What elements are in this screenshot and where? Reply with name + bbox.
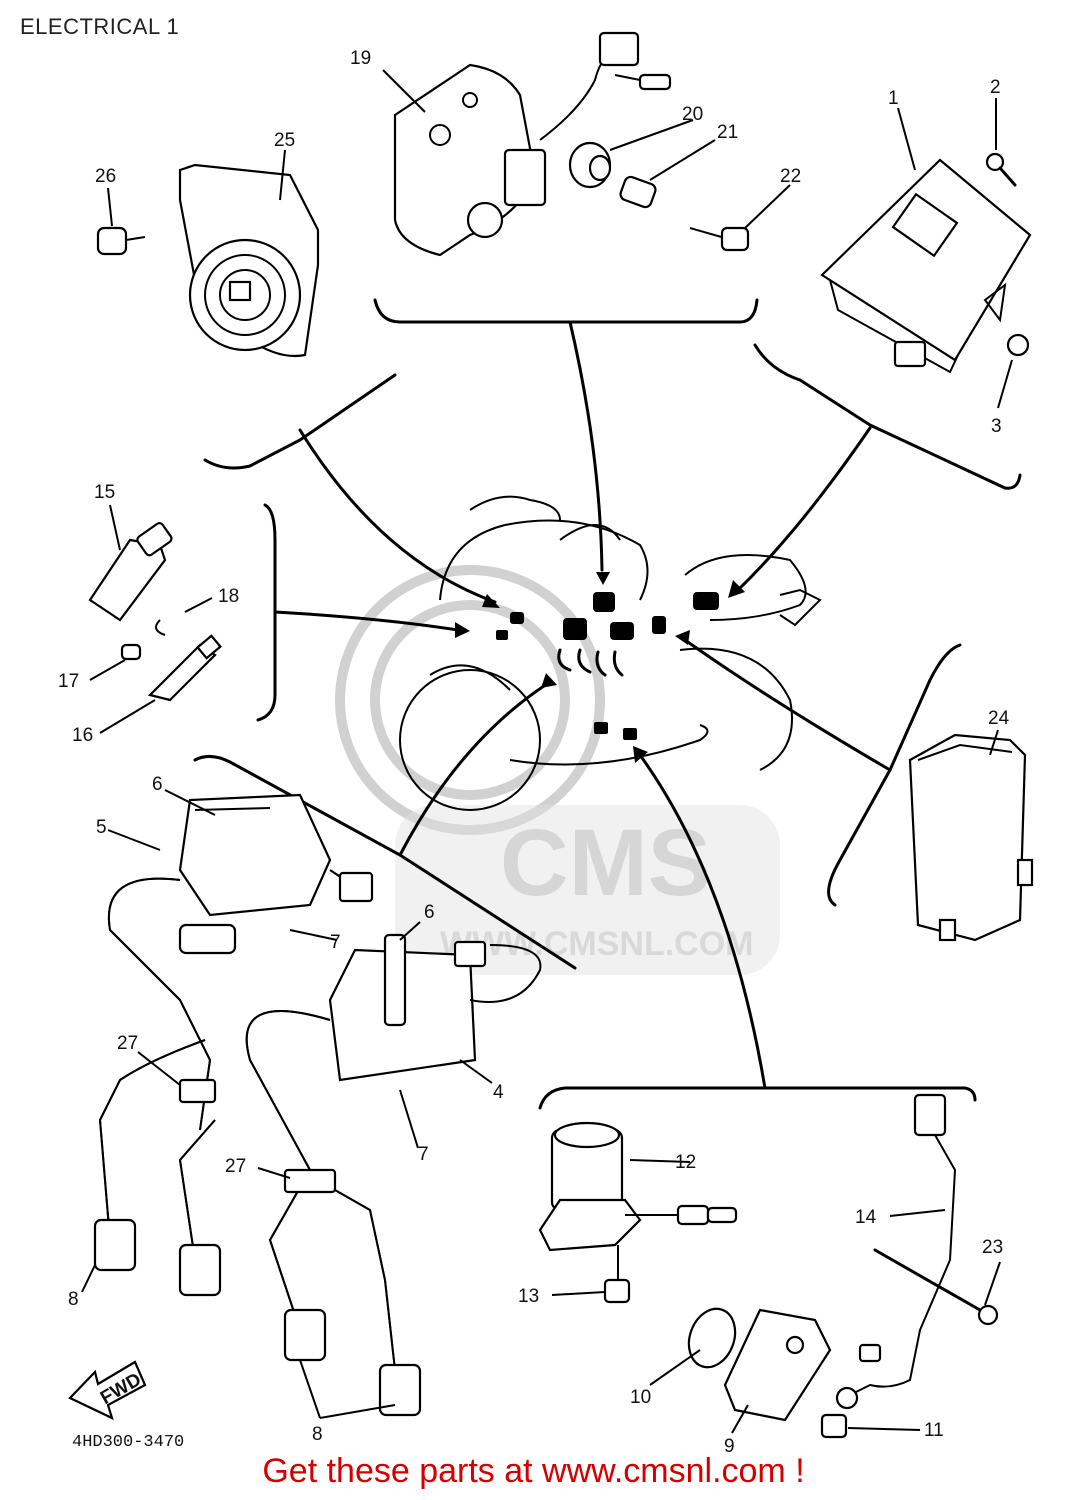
callout-27b: 27 [225, 1156, 246, 1177]
callout-26: 26 [95, 166, 116, 187]
part-26-bolt [96, 226, 146, 256]
part-24-relay [908, 733, 1034, 942]
callout-19: 19 [350, 48, 371, 69]
part-25-horn [178, 163, 320, 358]
part-18-clip [155, 619, 166, 636]
callout-1: 1 [888, 88, 899, 109]
part-22-bolt [689, 226, 750, 252]
callout-16: 16 [72, 725, 93, 746]
callout-25: 25 [274, 130, 295, 151]
part-11-screw [820, 1413, 848, 1439]
callout-13: 13 [518, 1286, 539, 1307]
part-8-plug-caps [93, 877, 422, 1417]
cms-watermark: CMS WWW.CMSNL.COM [335, 565, 780, 975]
callout-18: 18 [218, 586, 239, 607]
callout-6a: 6 [152, 774, 163, 795]
fwd-arrow: FWD [68, 1360, 147, 1421]
part-4-ignition-coil [328, 933, 542, 1082]
callout-3: 3 [991, 416, 1002, 437]
leader-arrows [273, 320, 892, 1090]
part-9-sender-plate [723, 1308, 832, 1422]
part-17-bolt [120, 643, 142, 661]
callout-20: 20 [682, 104, 703, 125]
callout-4: 4 [493, 1082, 504, 1103]
callout-24: 24 [988, 708, 1010, 729]
callout-21: 21 [717, 122, 738, 143]
watermark-brand: CMS [500, 810, 711, 916]
callout-14: 14 [855, 1207, 877, 1228]
callout-11: 11 [924, 1420, 944, 1441]
part-27-clamps [178, 1078, 337, 1194]
callout-8b: 8 [312, 1424, 323, 1445]
callout-5: 5 [96, 817, 107, 838]
callout-22: 22 [780, 166, 801, 187]
part-12-sender [538, 1121, 738, 1252]
part-5-ignition-coil [178, 793, 374, 955]
group-brackets [193, 298, 1022, 1110]
callout-7b: 7 [418, 1144, 429, 1165]
part-3-screw [1006, 333, 1030, 357]
callout-9: 9 [724, 1436, 735, 1457]
footer-link[interactable]: Get these parts at www.cmsnl.com ! [262, 1452, 805, 1490]
part-1-control-unit [820, 158, 1032, 374]
callout-numbers: 1 2 3 4 5 6 6 7 7 8 8 9 10 11 12 13 14 1… [58, 48, 1010, 1457]
diagram-code: 4HD300-3470 [72, 1433, 185, 1452]
callout-leaders [81, 69, 1013, 1434]
part-15-sensor [88, 522, 173, 622]
diagram-title: ELECTRICAL 1 [20, 14, 180, 39]
part-13-screw [603, 1245, 631, 1304]
part-14-sensor-lead [835, 1093, 957, 1410]
part-23-cable-tie [873, 1248, 999, 1326]
callout-15: 15 [94, 482, 115, 503]
part-16-sensor [147, 634, 222, 702]
callout-23: 23 [982, 1237, 1003, 1258]
motorcycle-outline [399, 495, 822, 811]
part-10-o-ring [687, 1307, 737, 1369]
watermark-url: WWW.CMSNL.COM [440, 925, 754, 963]
callout-27a: 27 [117, 1033, 138, 1054]
callout-17: 17 [58, 671, 79, 692]
callout-7a: 7 [330, 932, 341, 953]
part-21-collar [619, 175, 657, 209]
callout-10: 10 [630, 1387, 651, 1408]
callout-6b: 6 [424, 902, 435, 923]
callout-8a: 8 [68, 1289, 79, 1310]
callout-12: 12 [675, 1152, 696, 1173]
part-20-grommet [568, 141, 612, 189]
part-2-screw [985, 152, 1017, 187]
part-19-sensor-unit [393, 31, 672, 257]
callout-2: 2 [990, 77, 1001, 98]
